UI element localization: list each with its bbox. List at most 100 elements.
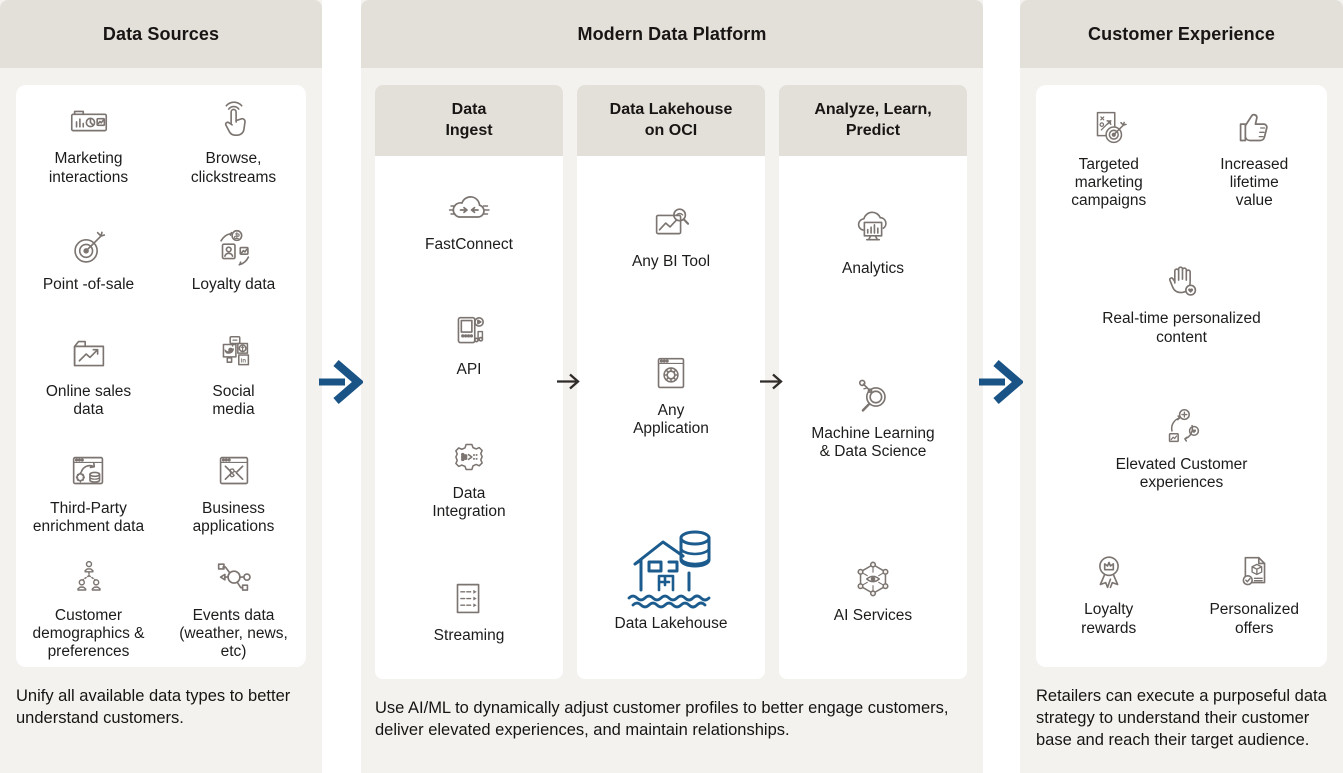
api-icon [457, 316, 484, 344]
item-label: Machine Learning & Data Science [811, 424, 935, 460]
data-integration-icon [455, 443, 483, 471]
online-sales-data-icon [73, 340, 104, 367]
subcolumn-data-ingest: Data Ingest FastConnect [375, 68, 563, 679]
list-item: AI Services [830, 554, 916, 627]
flow-arrow-lakehouse-to-analyze [760, 373, 783, 390]
platform-column: Modern Data Platform Data Ingest FastCon… [361, 0, 983, 773]
item-label: Customer demographics & preferences [32, 606, 145, 661]
list-item: Any BI Tool [628, 200, 714, 273]
analyze-header: Analyze, Learn, Predict [779, 85, 967, 156]
data-lakehouse-icon [627, 530, 711, 609]
business-applications-icon [219, 456, 248, 484]
targeted-marketing-icon [1096, 111, 1127, 143]
data-sources-caption: Unify all available data types to better… [16, 687, 291, 727]
list-item: Loyalty rewards [1036, 522, 1182, 668]
fastconnect-icon [448, 196, 490, 219]
loyalty-data-icon [219, 229, 249, 266]
flow-arrow-platform-to-experience [979, 359, 1023, 405]
list-item: API [442, 308, 496, 381]
item-label: Analytics [841, 260, 905, 278]
ai-services-icon [857, 561, 889, 597]
item-label: Real-time personalized content [1102, 310, 1261, 346]
item-label: AI Services [833, 607, 913, 625]
list-item: Streaming [430, 574, 509, 647]
subcolumn-analyze: Analyze, Learn, Predict Analytics [779, 68, 967, 679]
flow-arrow-sources-to-platform [319, 359, 363, 405]
list-item: Customer demographics & preferences [16, 551, 161, 667]
item-label: Streaming [433, 627, 505, 645]
social-media-icon: in [222, 336, 249, 366]
customer-experience-header: Customer Experience [1020, 0, 1343, 68]
personalized-content-icon [1168, 266, 1196, 297]
item-label: Online sales data [45, 383, 132, 419]
list-item: FastConnect [421, 187, 517, 256]
list-item: Online sales data [16, 318, 161, 434]
item-label: Increased lifetime value [1220, 155, 1289, 210]
item-label: Loyalty data [191, 275, 276, 293]
item-label: Data Lakehouse [614, 614, 728, 632]
list-item: Loyalty data [161, 201, 306, 317]
customer-experience-caption: Retailers can execute a purposeful data … [1036, 687, 1327, 749]
customer-demographics-icon [76, 560, 101, 591]
any-application-icon [657, 357, 685, 388]
item-label: Business applications [192, 499, 275, 535]
flow-arrow-ingest-to-lakehouse [557, 373, 580, 390]
list-item: Marketing interactions [16, 85, 161, 201]
browse-clickstreams-icon [224, 101, 246, 137]
item-label: Personalized offers [1209, 601, 1300, 637]
analytics-icon [857, 212, 887, 241]
data-sources-column: Data Sources Marketing interactions Brow [0, 0, 322, 773]
item-label: Loyalty rewards [1081, 601, 1137, 637]
elevated-experiences-icon [1168, 408, 1199, 443]
streaming-icon [456, 584, 480, 614]
svg-text:in: in [240, 357, 246, 364]
item-label: API [456, 360, 482, 378]
machine-learning-icon [858, 379, 886, 412]
list-item: Increased lifetime value [1182, 85, 1328, 231]
item-label: Marketing interactions [48, 150, 129, 186]
list-item: Third-Party enrichment data [16, 434, 161, 550]
list-item: Business applications [161, 434, 306, 550]
loyalty-rewards-icon [1098, 556, 1119, 589]
data-ingest-header: Data Ingest [375, 85, 563, 156]
list-item: Browse, clickstreams [161, 85, 306, 201]
third-party-enrichment-icon [72, 456, 103, 484]
thumbs-up-icon [1239, 113, 1268, 142]
any-bi-tool-icon [655, 208, 690, 235]
platform-header: Modern Data Platform [361, 0, 983, 68]
list-item: Any Application [629, 349, 713, 441]
marketing-interactions-icon [70, 111, 107, 132]
item-label: Targeted marketing campaigns [1071, 155, 1147, 210]
item-label: Events data (weather, news, etc) [179, 606, 288, 661]
events-data-icon [217, 563, 251, 591]
list-item: Analytics [838, 207, 908, 280]
list-item: Real-time personalized content [1036, 231, 1327, 377]
list-item: Elevated Customer experiences [1036, 376, 1327, 522]
item-label: Any BI Tool [631, 252, 711, 270]
data-sources-header: Data Sources [0, 0, 322, 68]
list-item: Personalized offers [1182, 522, 1328, 668]
list-item: Point -of-sale [16, 201, 161, 317]
personalized-offers-icon [1242, 557, 1266, 586]
list-item: in Social media [161, 318, 306, 434]
item-label: Elevated Customer experiences [1115, 455, 1248, 492]
data-sources-card: Marketing interactions Browse, clickstre… [16, 85, 306, 667]
item-label: Data Integration [432, 484, 506, 521]
list-item: Targeted marketing campaigns [1036, 85, 1182, 231]
subcolumn-lakehouse: Data Lakehouse on OCI Any BI Tool [577, 68, 765, 679]
customer-experience-card: Targeted marketing campaigns Increased l… [1036, 85, 1327, 667]
list-item: Events data (weather, news, etc) [161, 551, 306, 667]
list-item: Data Lakehouse [611, 516, 732, 635]
item-label: Any Application [633, 401, 709, 437]
item-label: Third-Party enrichment data [32, 499, 145, 535]
lakehouse-header: Data Lakehouse on OCI [577, 85, 765, 156]
point-of-sale-icon [73, 231, 105, 263]
customer-experience-column: Customer Experience Targeted marketing c… [1020, 0, 1343, 773]
item-label: FastConnect [425, 236, 513, 254]
platform-caption: Use AI/ML to dynamically adjust customer… [375, 699, 949, 739]
item-label: Social media [212, 383, 255, 419]
item-label: Point -of-sale [42, 275, 135, 293]
list-item: Machine Learning & Data Science [807, 372, 938, 464]
list-item: Data Integration [428, 432, 509, 524]
item-label: Browse, clickstreams [190, 150, 277, 186]
